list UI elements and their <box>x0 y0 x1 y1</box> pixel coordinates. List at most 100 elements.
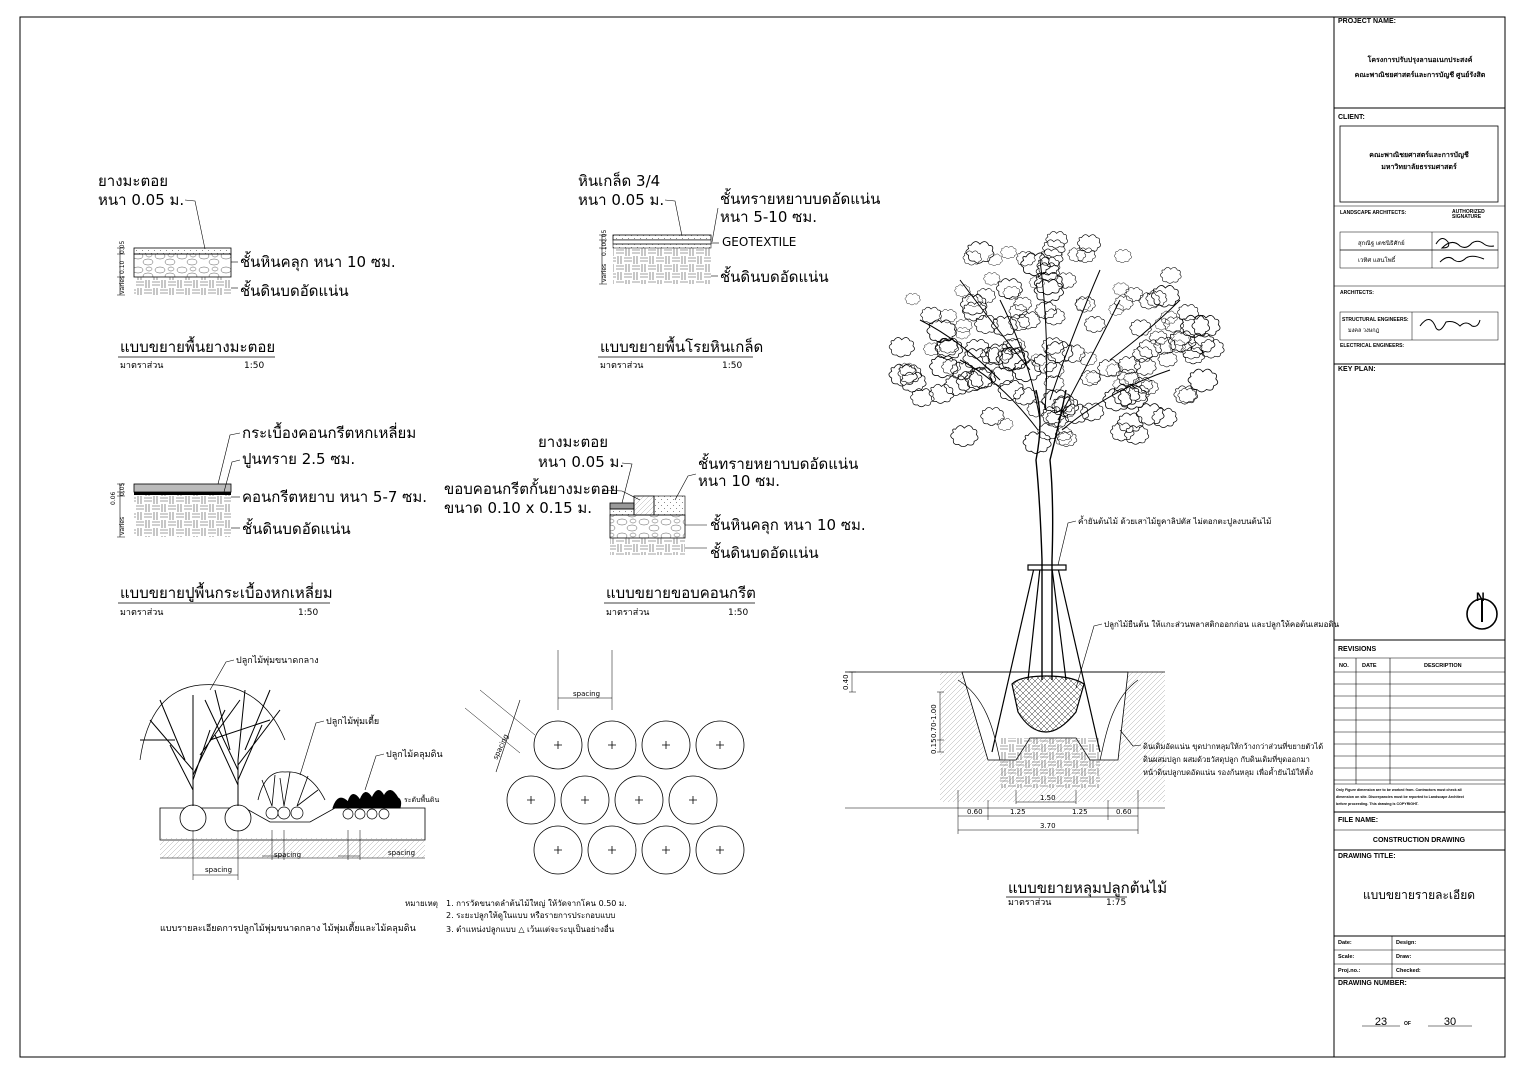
leaf-clump <box>1124 425 1150 445</box>
leaf-clump <box>980 407 1005 426</box>
leaf-clump <box>938 309 958 324</box>
leaf-clump <box>1153 336 1177 355</box>
asphalt-label-3: ชั้นดินบดอัดแน่น <box>240 280 349 300</box>
leaf-clump <box>1015 251 1036 267</box>
tree-note-soil-1: ดินเดิมอัดแน่น ขุดปากหลุมให้กว้างกว่าส่ว… <box>1143 741 1323 751</box>
plant-circle <box>587 825 637 875</box>
tree-scale-label: มาตราส่วน <box>1008 898 1051 908</box>
leaf-clump <box>1124 287 1144 302</box>
leaf-clump <box>1139 380 1159 395</box>
tile-label-2: ปูนทราย 2.5 ซม. <box>242 450 355 468</box>
architect-2: เวทิศ แสนโพธิ์ <box>1358 258 1396 264</box>
gravel-dim-2: 0.10 <box>601 242 608 256</box>
leaf-clump <box>1151 407 1178 428</box>
leaf-clump <box>1080 402 1105 422</box>
tree-dim-v3: 0.15 <box>930 738 938 754</box>
leaf-clump <box>1044 341 1074 364</box>
tree-dim-v1: 0.40 <box>842 674 850 690</box>
scale-label: Scale: <box>1338 954 1355 960</box>
tile-dim-2: 0.05 <box>119 482 126 496</box>
file-label: FILE NAME: <box>1338 817 1379 824</box>
drawing-title: แบบขยายรายละเอียด <box>1362 888 1476 902</box>
shrub-spacing-3: spacing <box>388 849 415 857</box>
signature-marks <box>1419 238 1495 331</box>
asphalt-label-2: ชั้นหินคลุก หนา 10 ซม. <box>240 251 396 272</box>
sheet-total: 30 <box>1443 1016 1457 1028</box>
leaf-clump <box>964 368 993 390</box>
leaf-clump <box>1008 304 1028 319</box>
rev-header-date: DATE <box>1362 663 1377 669</box>
architects-label: ARCHITECTS: <box>1340 290 1374 296</box>
leaf-clump <box>1112 282 1130 296</box>
leaf-clump <box>1172 332 1191 346</box>
tree-dim-h4: 1.25 <box>1072 808 1088 816</box>
curb-scale: 1:50 <box>728 608 748 618</box>
disclaimer-3: before proceeding. This drawing is COPYR… <box>1336 802 1419 806</box>
plant-circle <box>695 825 745 875</box>
leaf-clump <box>1042 239 1066 258</box>
plant-circle <box>641 825 691 875</box>
leaf-clump <box>1110 422 1135 442</box>
leaf-clump <box>1043 308 1066 326</box>
leaf-clump <box>897 364 923 384</box>
rev-header-description: DESCRIPTION <box>1424 663 1462 669</box>
gravel-label-3: GEOTEXTILE <box>722 235 796 249</box>
shrub-caption: แบบรายละเอียดการปลูกไม้พุ่มขนาดกลาง ไม้พ… <box>160 921 416 934</box>
project-line-2: คณะพาณิชยศาสตร์และการบัญชี ศูนย์รังสิต <box>1354 72 1486 79</box>
shrub-label-soil: ระดับพื้นดิน <box>404 793 439 804</box>
curb-label-3a: ชั้นทรายหยาบบดอัดแน่น <box>698 453 858 473</box>
leaf-clump <box>1160 267 1182 284</box>
leaf-clump <box>1114 249 1132 263</box>
curb-label-2a: ขอบคอนกรีตกั้นยางมะตอย <box>444 478 618 498</box>
tree-dim-v2: 0.70-1.00 <box>930 704 938 738</box>
curb-label-1a: ยางมะตอย <box>538 433 608 451</box>
leaf-clump <box>1076 234 1101 253</box>
tile-title: แบบขยายปูพื้นกระเบื้องหกเหลี่ยม <box>120 582 333 602</box>
curb-label-3b: หนา 10 ซม. <box>698 472 780 490</box>
authorized-label: AUTHORIZED SIGNATURE <box>1452 209 1485 220</box>
pattern-note-1: 1. การวัดขนาดลำต้นไม้ใหญ่ ให้วัดจากโคน 0… <box>446 898 627 908</box>
leaf-clump <box>1157 351 1178 368</box>
structural-label: STRUCTURAL ENGINEERS: <box>1342 317 1409 323</box>
leaf-clump <box>1117 386 1148 410</box>
leaf-clump <box>1187 368 1219 393</box>
electrical-label: ELECTRICAL ENGINEERS: <box>1340 343 1405 349</box>
shrub-label-low: ปลูกไม้พุ่มเตี้ย <box>326 714 379 727</box>
tile-scale: 1:50 <box>298 608 318 618</box>
date-label: Date: <box>1338 940 1352 946</box>
leaf-clump <box>1055 272 1077 289</box>
leaf-clump <box>983 272 1001 286</box>
revisions-label: REVISIONS <box>1338 646 1377 653</box>
shrub-spacing-2: spacing <box>274 851 301 859</box>
checked-label: Checked: <box>1396 968 1421 974</box>
leaf-clump <box>904 292 921 306</box>
asphalt-title: แบบขยายพื้นยางมะตอย <box>120 336 275 356</box>
project-label: PROJECT NAME: <box>1338 18 1396 25</box>
gravel-label-2a: ชั้นทรายหยาบบดอัดแน่น <box>720 188 880 208</box>
tile-label-4: ชั้นดินบดอัดแน่น <box>242 518 351 538</box>
curb-title: แบบขยายขอบคอนกรีต <box>606 584 756 602</box>
gravel-label-4: ชั้นดินบดอัดแน่น <box>720 266 829 286</box>
tree-scale: 1:75 <box>1106 898 1126 908</box>
leaf-clump <box>1097 359 1121 378</box>
title-block-frame <box>1334 107 1505 1027</box>
leaf-clump <box>1114 295 1134 311</box>
leaf-clump <box>1005 338 1026 354</box>
plant-center-mark <box>554 741 562 749</box>
leaf-clump <box>1199 339 1225 359</box>
keyplan-label: KEY PLAN: <box>1338 366 1376 373</box>
plant-center-mark <box>716 846 724 854</box>
gravel-label-2b: หนา 5-10 ซม. <box>720 208 817 226</box>
leaf-clump <box>996 417 1014 431</box>
tree-dim-h1: 0.60 <box>967 808 983 816</box>
pattern-note-2: 2. ระยะปลูกให้ดูในแบบ หรือรายการประกอบแบ… <box>446 911 615 921</box>
leaf-clump <box>1074 298 1091 311</box>
project-line-1: โครงการปรับปรุงลานอเนกประสงค์ <box>1367 57 1473 64</box>
plant-center-mark <box>608 741 616 749</box>
structural-name: มงคล วงษกฎ <box>1348 328 1380 334</box>
curb-label-2b: ขนาด 0.10 x 0.15 ม. <box>444 499 592 517</box>
tree-dim-total: 3.70 <box>1040 822 1056 830</box>
plant-circle <box>533 825 583 875</box>
architect-1: สุกณิฐ เตชนิธิศักย์ <box>1358 241 1405 247</box>
